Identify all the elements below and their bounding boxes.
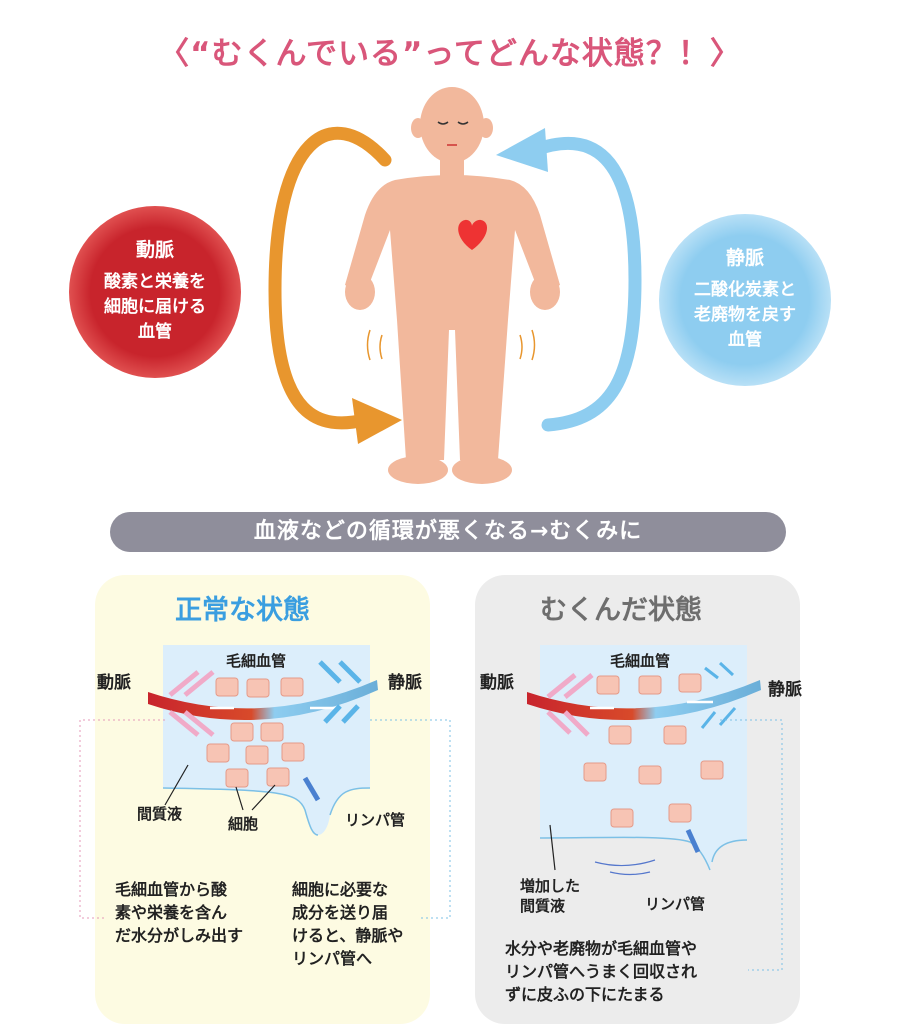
- note-line: 毛細血管から酸: [115, 880, 228, 899]
- vein-info: 静脈 二酸化炭素と 老廃物を戻す 血管: [659, 243, 831, 353]
- note-line: リンパ管へ: [292, 949, 373, 968]
- cells-normal: [206, 677, 305, 788]
- normal-state-title: 正常な状態: [175, 595, 310, 626]
- note-line: ずに皮ふの下にたまる: [505, 985, 665, 1004]
- lymph-vessel-label: リンパ管: [345, 811, 406, 829]
- artery-line: 細胞に届ける: [104, 297, 206, 317]
- vein-label: 静脈: [388, 673, 422, 693]
- dotted-connector-blue: [370, 719, 451, 919]
- note-line: 素や栄養を含ん: [115, 903, 228, 922]
- label-line: 増加した: [520, 877, 581, 895]
- note-line: リンパ管へうまく回収され: [505, 962, 698, 981]
- dotted-connector-pink: [79, 719, 165, 919]
- artery-line: 血管: [138, 322, 172, 342]
- human-figure: [345, 87, 560, 484]
- normal-note-right: 細胞に必要な 成分を送り届 けると、静脈や リンパ管へ: [292, 878, 403, 970]
- swollen-note: 水分や老廃物が毛細血管や リンパ管へうまく回収され ずに皮ふの下にたまる: [505, 937, 697, 1006]
- artery-info: 動脈 酸素と栄養を 細胞に届ける 血管: [69, 235, 241, 345]
- increased-interstitial-fluid-label: 増加した 間質液: [520, 876, 580, 916]
- label-line: 間質液: [520, 897, 566, 915]
- cells-label: 細胞: [228, 815, 259, 833]
- artery-label: 動脈: [97, 673, 131, 693]
- vein-heading: 静脈: [725, 247, 764, 269]
- vein-line: 二酸化炭素と: [694, 280, 796, 300]
- artery-flow-arrow: [268, 126, 392, 430]
- vein-circle: [659, 214, 831, 386]
- circulation-banner: 血液などの循環が悪くなる→むくみに: [110, 512, 786, 552]
- vein-line: 老廃物を戻す: [694, 305, 796, 325]
- artery-circle: [69, 206, 241, 378]
- artery-label: 動脈: [480, 673, 514, 693]
- swollen-state-title: むくんだ状態: [540, 595, 702, 626]
- capillary-vessel: [148, 680, 378, 721]
- vein-flow-arrow: [528, 136, 642, 432]
- artery-line: 酸素と栄養を: [104, 272, 206, 292]
- interstitial-fluid-label: 間質液: [137, 805, 183, 823]
- capillary-label: 毛細血管: [610, 652, 671, 670]
- normal-note-left: 毛細血管から酸 素や栄養を含ん だ水分がしみ出す: [115, 878, 243, 947]
- note-line: 細胞に必要な: [292, 880, 389, 899]
- vein-line: 血管: [728, 330, 762, 350]
- cells-swollen: [583, 673, 724, 828]
- artery-heading: 動脈: [135, 239, 174, 261]
- capillary-label: 毛細血管: [226, 652, 287, 670]
- note-line: けると、静脈や: [292, 926, 404, 945]
- heart-icon: [458, 219, 488, 250]
- vein-label: 静脈: [768, 680, 802, 700]
- note-line: 水分や老廃物が毛細血管や: [505, 939, 698, 958]
- dotted-connector-blue: [720, 719, 783, 971]
- capillary-vessel: [527, 680, 761, 721]
- page-title: 〈“むくんでいる”ってどんな状態？！〉: [158, 36, 742, 72]
- note-line: だ水分がしみ出す: [115, 926, 244, 945]
- note-line: 成分を送り届: [292, 903, 389, 922]
- lymph-vessel-label: リンパ管: [645, 895, 706, 913]
